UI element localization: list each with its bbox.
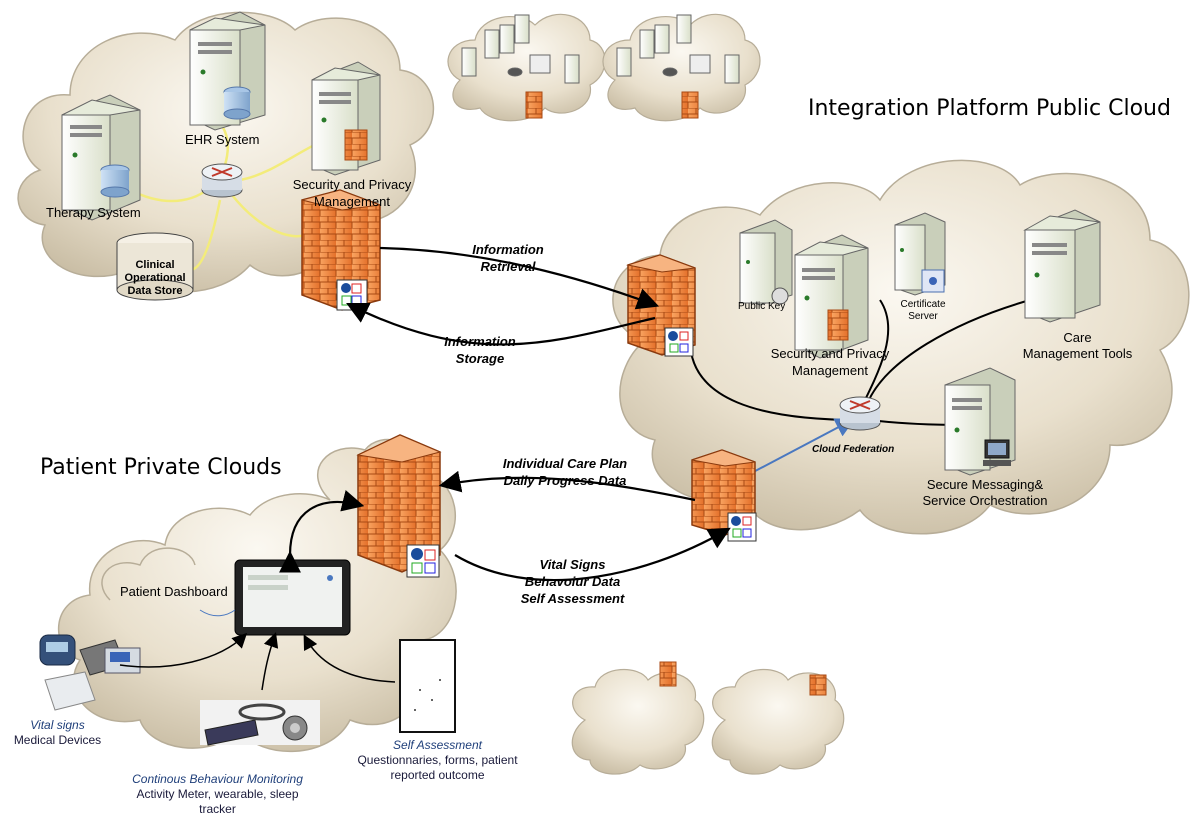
cloud-federation-label: Cloud Federation (812, 444, 895, 455)
vital-signs-devices-icon (39, 634, 141, 711)
private-clouds-title: Patient Private Clouds (40, 455, 282, 480)
top-cloud-1-servers (461, 14, 580, 119)
patient-firewall-icon (356, 434, 442, 578)
ehr-server-icon (189, 11, 266, 131)
patient-links (119, 609, 396, 691)
storage-arrow (346, 303, 656, 346)
public-blue-link (741, 418, 856, 479)
bottom-small-cloud-2 (711, 668, 845, 775)
self-assessment-form-icon (399, 639, 456, 733)
main-flows (278, 246, 731, 582)
platform-security-server-icon (794, 234, 869, 359)
care-plan-arrow (438, 470, 696, 502)
hospital-firewall-icon (301, 189, 381, 311)
certificate-server-icon (894, 212, 946, 296)
behaviour-wearables-icon (200, 700, 320, 746)
patient-tablet-icon (234, 559, 351, 636)
platform-firewall-upper-icon (626, 254, 696, 357)
platform-firewall-lower-icon (691, 449, 757, 542)
care-management-server-icon (1023, 209, 1101, 323)
hospital-security-server-icon (311, 61, 381, 176)
messaging-server-icon (944, 367, 1016, 476)
secure-messaging-label: Secure Messaging&Service Orchestration (922, 477, 1048, 508)
vital-signs-caption: Vital signs Medical Devices (13, 718, 102, 747)
patient-dashboard-label: Patient Dashboard (120, 584, 228, 599)
bottom-cloud-firewalls (659, 661, 827, 696)
therapy-server-icon (61, 94, 141, 221)
vitals-arrow (454, 527, 731, 582)
hospital-router-icon (201, 163, 243, 198)
ehr-system-label: EHR System (185, 132, 260, 147)
self-assessment-caption: Self Assessment Questionnaries, forms, p… (357, 738, 518, 782)
public-key-label: Public Key (738, 301, 786, 312)
cloud-federation-router-icon (839, 396, 881, 431)
retrieval-arrow (379, 246, 660, 310)
public-key-server-icon (739, 219, 793, 306)
therapy-system-label: Therapy System (46, 205, 141, 220)
top-cloud-2-servers (616, 14, 740, 119)
bottom-small-cloud-1 (571, 668, 705, 775)
behaviour-monitoring-caption: Continous Behaviour Monitoring Activity … (132, 772, 303, 816)
patient-bidirectional-arrow (278, 490, 365, 573)
clinical-data-store-icon (116, 232, 194, 301)
hospital-security-label: Security and Privacy Management (292, 177, 412, 209)
public-cloud-title: Integration Platform Public Cloud (808, 96, 1171, 121)
